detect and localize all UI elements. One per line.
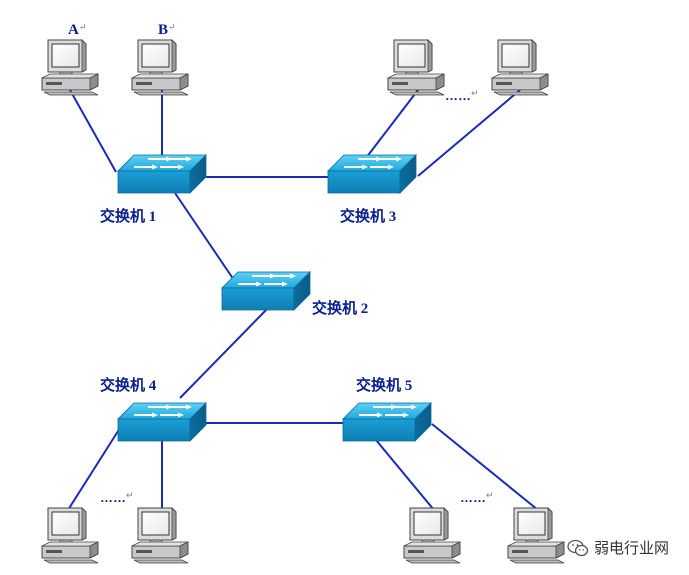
switch-4-icon [117,402,207,442]
link-sw2-sw4 [179,307,269,399]
link-sw5-pc5a [375,439,435,511]
computer-A-icon [41,39,99,96]
computer-B-label: B↵ [158,22,176,38]
more-computers-ellipsis-sw5: ……↵ [460,490,494,505]
switch-2-icon [221,271,311,311]
switch-5-label: 交换机 5 [356,378,413,394]
switch-5-icon [342,402,432,442]
link-pc3a-sw3 [365,89,419,159]
computer-5a-icon [403,507,461,564]
switch-2-label: 交换机 2 [312,301,369,317]
wechat-icon [567,539,589,556]
computer-3a-icon [387,39,445,96]
computer-4b-icon [131,507,189,564]
computer-3b-icon [491,39,549,96]
switch-4-label: 交换机 4 [100,378,157,394]
switch-1-label: 交换机 1 [100,209,157,225]
switch-3-icon [327,154,417,194]
switch-1-icon [117,154,207,194]
link-pcA-sw1 [69,89,117,173]
link-sw4-pc4a [67,427,121,511]
more-computers-ellipsis-sw3: ……↵ [445,88,479,103]
link-sw1-sw2 [174,192,239,287]
more-computers-ellipsis-sw4: ……↵ [100,490,134,505]
computer-4a-icon [41,507,99,564]
computer-A-label: A↵ [68,22,87,38]
switch-3-label: 交换机 3 [340,209,397,225]
link-pc3b-sw3 [417,89,521,177]
watermark: 弱电行业网 [567,537,669,558]
watermark-text: 弱电行业网 [593,539,669,557]
computer-B-icon [131,39,189,96]
computer-5b-icon [507,507,565,564]
link-sw5-pc5b [431,423,539,511]
